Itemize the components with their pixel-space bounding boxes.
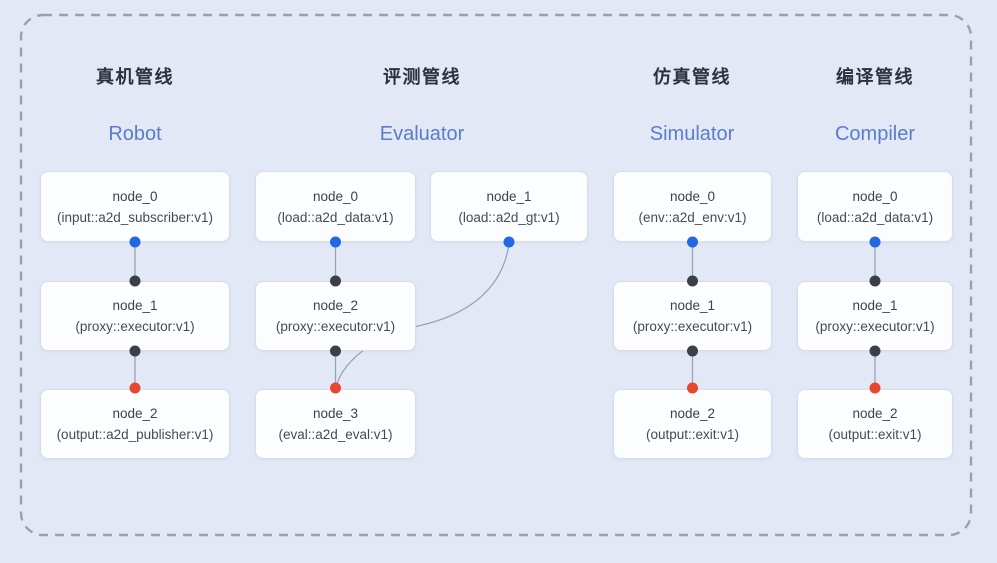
pipeline-subtitle-compiler-en: Compiler bbox=[834, 123, 916, 145]
node-type: (load::a2d_data:v1) bbox=[816, 209, 934, 225]
node-name: node_0 bbox=[112, 188, 158, 204]
node-type: (env::a2d_env:v1) bbox=[638, 209, 747, 225]
node-name: node_1 bbox=[112, 298, 158, 313]
node-type: (output::exit:v1) bbox=[828, 427, 922, 442]
node-type: (load::a2d_data:v1) bbox=[277, 209, 394, 225]
node-box-robot-1: node_1 (proxy::executor:v1) bbox=[40, 281, 230, 351]
node-name: node_3 bbox=[312, 406, 359, 421]
pipeline-subtitle-robot-en: Robot bbox=[108, 123, 162, 145]
node-box-evaluator-2: node_2 (proxy::executor:v1) bbox=[255, 281, 416, 351]
node-box-evaluator-3: node_3 (eval::a2d_eval:v1) bbox=[255, 389, 416, 459]
pipeline-subtitle-evaluator-en: Evaluator bbox=[379, 123, 465, 145]
node-box-simulator-0: node_0 (env::a2d_env:v1) bbox=[613, 171, 772, 242]
node-box-evaluator-1: node_1 (load::a2d_gt:v1) bbox=[430, 171, 588, 242]
node-name: node_1 bbox=[669, 298, 716, 313]
node-box-robot-2: node_2 (output::a2d_publisher:v1) bbox=[40, 389, 230, 459]
node-name: node_2 bbox=[112, 406, 158, 421]
node-type: (proxy::executor:v1) bbox=[275, 319, 396, 334]
node-box-robot-0: node_0 (input::a2d_subscriber:v1) bbox=[40, 171, 230, 242]
node-name: node_0 bbox=[669, 188, 716, 204]
node-name: node_2 bbox=[312, 298, 359, 313]
node-box-compiler-0: node_0 (load::a2d_data:v1) bbox=[797, 171, 953, 242]
node-type: (input::a2d_subscriber:v1) bbox=[56, 209, 214, 225]
pipeline-title-evaluator-zh: 评测管线 bbox=[383, 67, 461, 87]
node-name: node_0 bbox=[312, 188, 359, 204]
node-name: node_2 bbox=[669, 406, 716, 421]
node-type: (eval::a2d_eval:v1) bbox=[278, 427, 393, 442]
node-type: (proxy::executor:v1) bbox=[75, 319, 195, 334]
node-type: (load::a2d_gt:v1) bbox=[458, 209, 560, 225]
node-type: (output::exit:v1) bbox=[645, 427, 740, 442]
node-type: (proxy::executor:v1) bbox=[632, 319, 753, 334]
node-name: node_0 bbox=[852, 188, 898, 204]
node-type: (proxy::executor:v1) bbox=[815, 319, 935, 334]
pipeline-title-compiler-zh: 编译管线 bbox=[836, 67, 914, 87]
node-box-simulator-1: node_1 (proxy::executor:v1) bbox=[613, 281, 772, 351]
node-box-evaluator-0: node_0 (load::a2d_data:v1) bbox=[255, 171, 416, 242]
node-box-compiler-2: node_2 (output::exit:v1) bbox=[797, 389, 953, 459]
pipeline-title-robot-zh: 真机管线 bbox=[96, 67, 174, 87]
node-name: node_2 bbox=[852, 406, 898, 421]
node-name: node_1 bbox=[852, 298, 898, 313]
node-box-simulator-2: node_2 (output::exit:v1) bbox=[613, 389, 772, 459]
node-type: (output::a2d_publisher:v1) bbox=[56, 427, 214, 442]
node-name: node_1 bbox=[486, 188, 532, 204]
node-box-compiler-1: node_1 (proxy::executor:v1) bbox=[797, 281, 953, 351]
